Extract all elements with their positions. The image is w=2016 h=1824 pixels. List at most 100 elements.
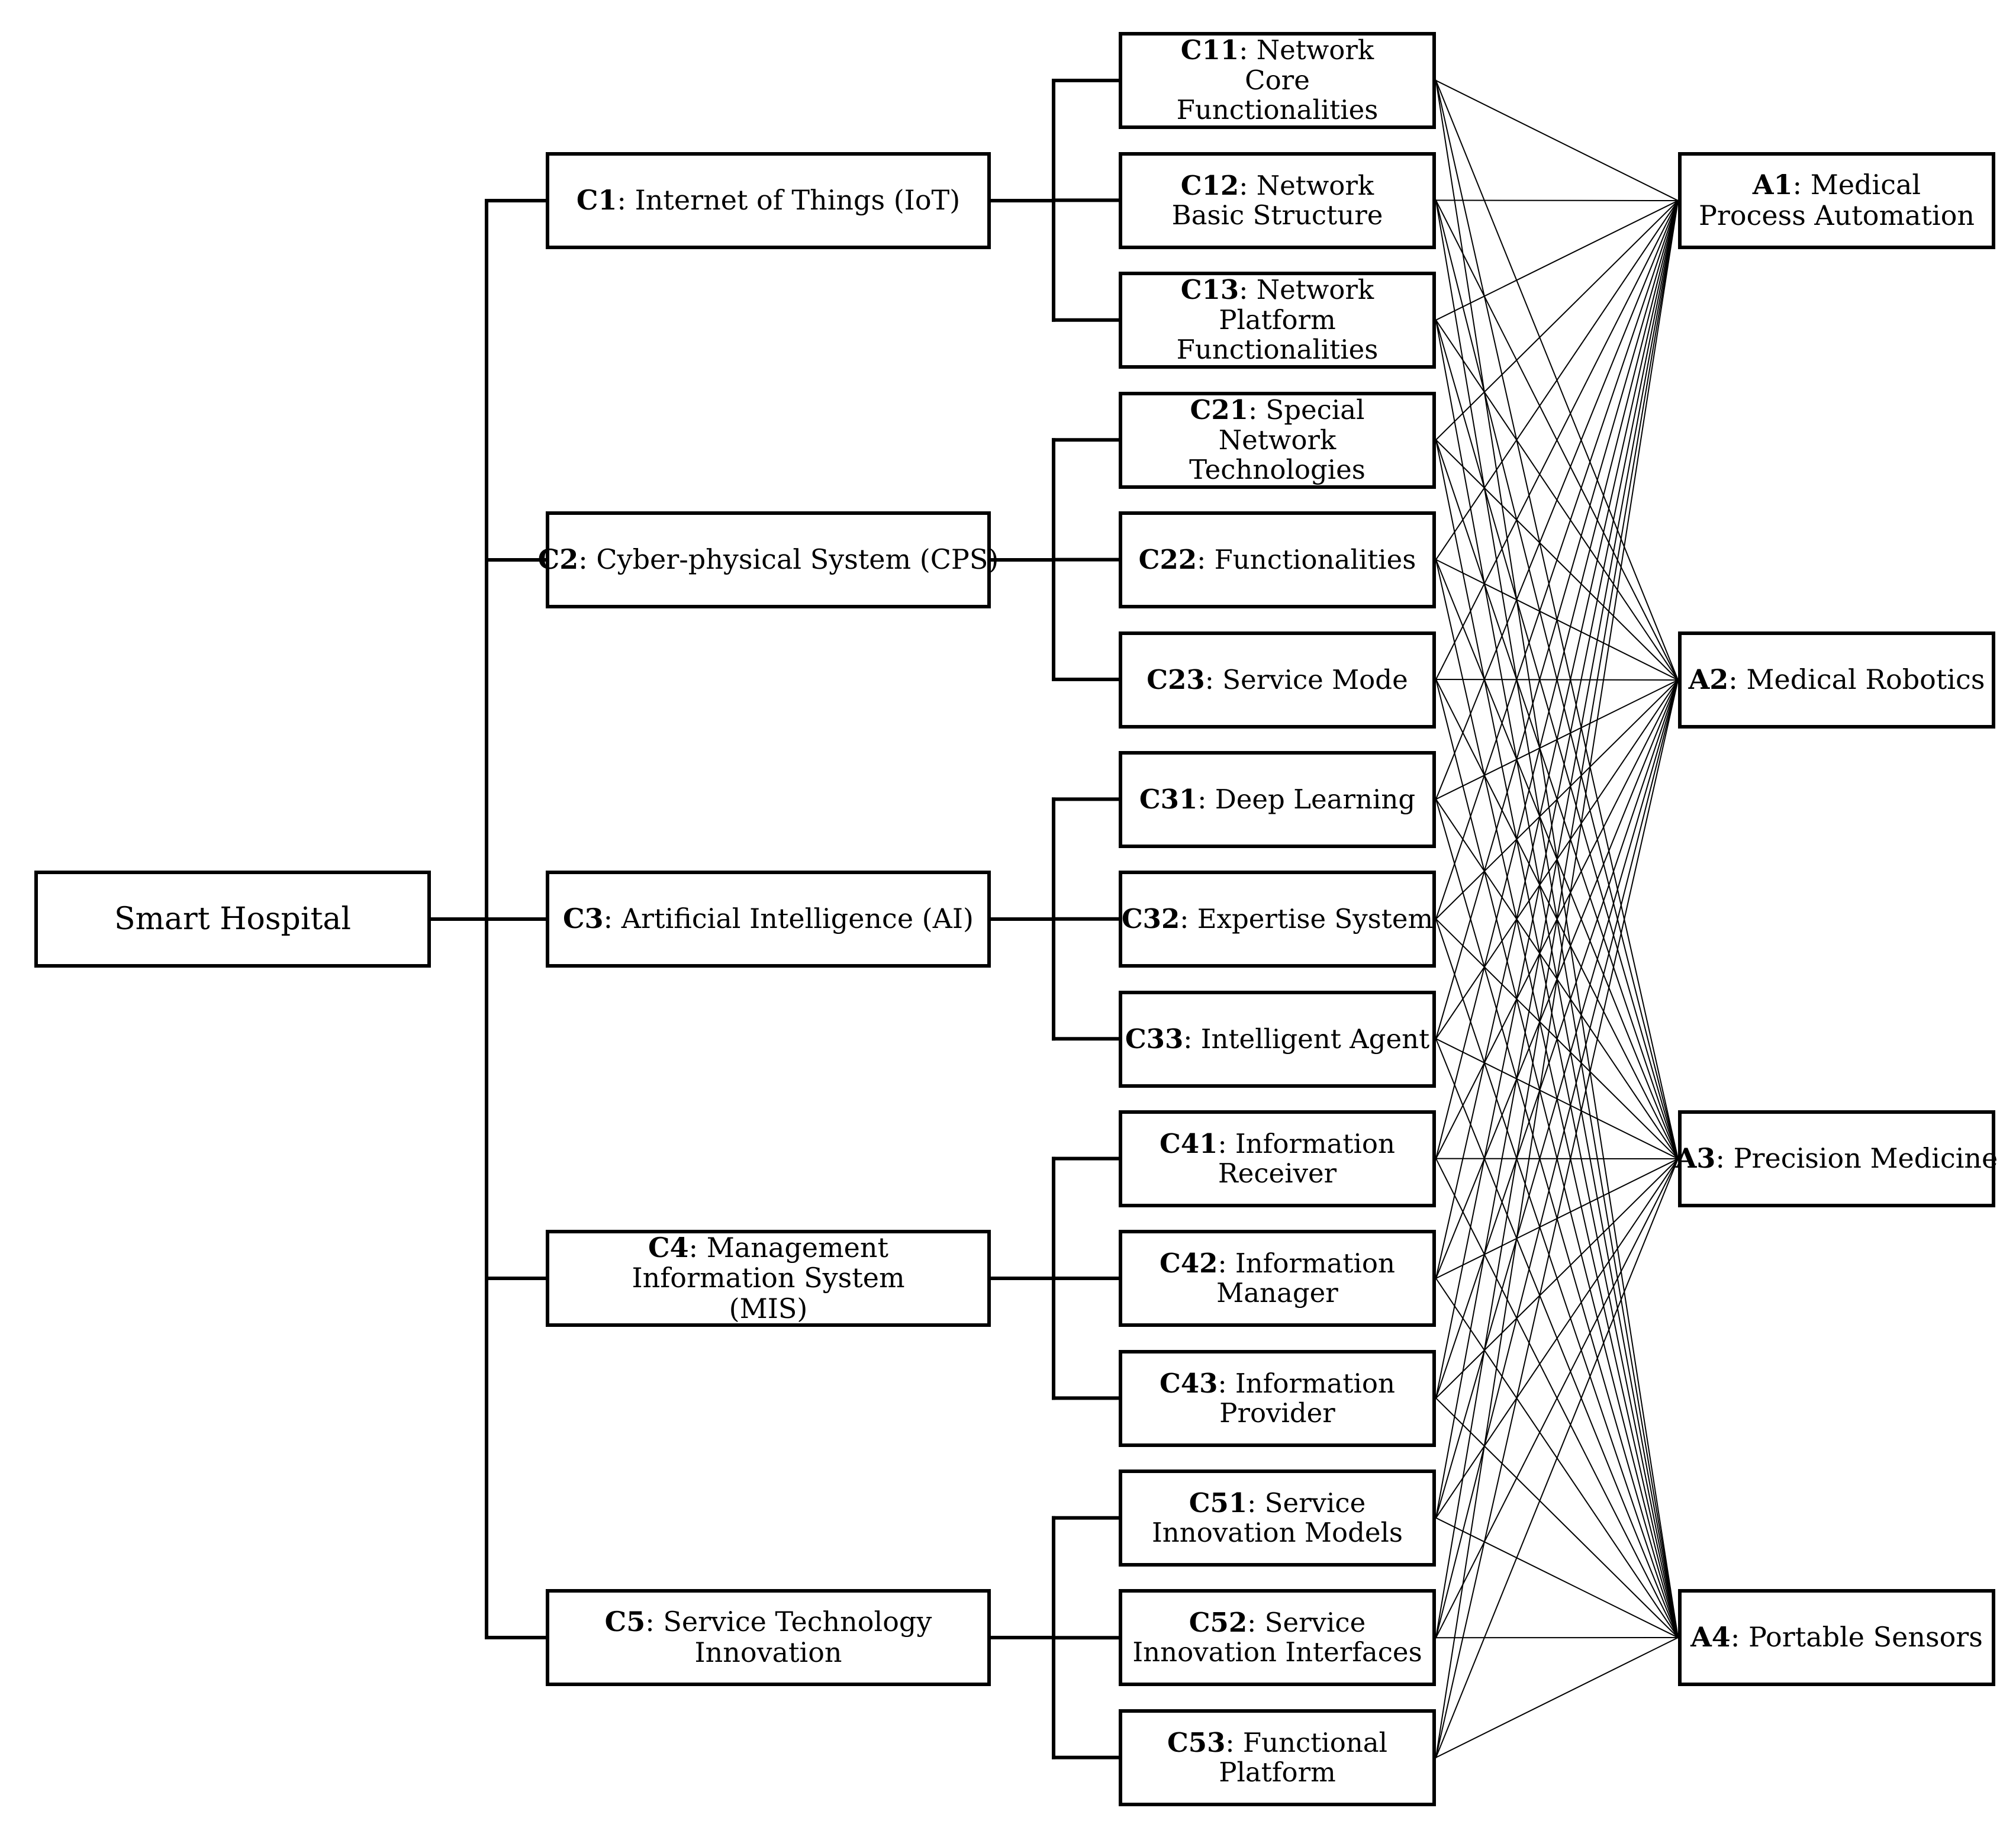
connector-mesh	[1435, 199, 1679, 1040]
node-code: C32	[1121, 903, 1180, 934]
node-c23: C23: Service Mode	[1119, 631, 1436, 729]
node-label: Functionalities	[1214, 543, 1416, 575]
node-code: A1	[1752, 169, 1793, 201]
node-a3: A3: Precision Medicine	[1675, 1110, 1998, 1207]
node-code: C52	[1189, 1606, 1248, 1638]
node-c33: C33: Intelligent Agent	[1119, 991, 1436, 1088]
node-label: Information Receiver	[1218, 1127, 1395, 1189]
node-label: Functional Platform	[1219, 1726, 1388, 1788]
connector-mesh	[1435, 1636, 1679, 1758]
node-code: C31	[1139, 783, 1198, 815]
node-c51: C51: Service Innovation Models	[1119, 1469, 1436, 1567]
node-code: A4	[1690, 1621, 1731, 1654]
connector-mesh	[1435, 199, 1679, 1159]
node-a4: A4: Portable Sensors	[1678, 1589, 1995, 1686]
connector-mesh	[1435, 199, 1679, 800]
node-code: C11	[1180, 34, 1239, 66]
node-label: Service Mode	[1222, 663, 1408, 695]
node-c32: C32: Expertise System	[1119, 871, 1436, 968]
node-c21: C21: Special Network Technologies	[1119, 392, 1436, 489]
node-code: C22	[1138, 543, 1197, 575]
node-a1: A1: Medical Process Automation	[1678, 152, 1995, 249]
node-code: C4	[648, 1231, 689, 1264]
node-a2: A2: Medical Robotics	[1678, 631, 1995, 729]
node-label: Service Innovation Models	[1151, 1487, 1403, 1548]
connector-mesh	[1435, 199, 1679, 441]
node-label: Service Innovation Interfaces	[1132, 1606, 1422, 1668]
node-label: Network Core Functionalities	[1176, 34, 1379, 126]
node-label: Service Technology Innovation	[663, 1606, 932, 1668]
node-c42: C42: Information Manager	[1119, 1230, 1436, 1327]
node-c5: C5: Service Technology Innovation	[546, 1589, 991, 1686]
connector-mesh	[1435, 679, 1679, 1639]
connector-mesh	[1435, 199, 1679, 321]
node-label: Deep Learning	[1215, 783, 1416, 815]
node-code: C1	[576, 184, 617, 217]
connector-mesh	[1435, 1397, 1679, 1639]
node-label: Medical Process Automation	[1698, 169, 1975, 231]
node-label: Artificial Intelligence (AI)	[621, 903, 974, 935]
node-code: C2	[537, 543, 579, 576]
connector-mesh	[1435, 199, 1679, 202]
node-label: Network Platform Functionalities	[1176, 274, 1379, 366]
node-c43: C43: Information Provider	[1119, 1350, 1436, 1447]
node-label: Internet of Things (IoT)	[635, 184, 961, 217]
node-c41: C41: Information Receiver	[1119, 1110, 1436, 1207]
connector-mesh	[1435, 199, 1679, 1399]
node-code: A2	[1688, 663, 1729, 696]
node-code: C5	[604, 1606, 646, 1638]
node-smart-hospital: Smart Hospital	[34, 871, 431, 968]
node-c3: C3: Artificial Intelligence (AI)	[546, 871, 991, 968]
node-code: C3	[563, 903, 604, 935]
connector-mesh	[1435, 199, 1679, 1639]
node-code: C33	[1125, 1023, 1184, 1055]
node-c4: C4: Management Information System (MIS)	[546, 1230, 991, 1327]
node-label: Cyber-physical System (CPS)	[596, 543, 999, 576]
connector-mesh	[1435, 199, 1679, 1758]
node-code: C42	[1160, 1247, 1218, 1279]
node-c31: C31: Deep Learning	[1119, 751, 1436, 848]
node-label: Network Basic Structure	[1171, 169, 1383, 231]
node-label: Intelligent Agent	[1200, 1023, 1430, 1055]
node-c22: C22: Functionalities	[1119, 511, 1436, 608]
connector-mesh	[1435, 1158, 1679, 1758]
connector-mesh	[1435, 1158, 1679, 1639]
connector-mesh	[1435, 199, 1679, 1519]
connector-mesh	[1435, 1158, 1679, 1399]
connector-mesh	[1435, 679, 1679, 1758]
connector-mesh	[1435, 79, 1679, 202]
node-label: Smart Hospital	[114, 901, 351, 937]
connector-mesh	[1435, 679, 1679, 1519]
node-label: Special Network Technologies	[1189, 394, 1366, 486]
node-code: C53	[1167, 1726, 1226, 1758]
connector-mesh	[1435, 679, 1679, 1399]
connector-mesh	[1435, 1517, 1679, 1639]
node-code: C43	[1160, 1367, 1218, 1399]
node-c12: C12: Network Basic Structure	[1119, 152, 1436, 249]
node-code: C51	[1189, 1487, 1248, 1519]
connector-mesh	[1435, 1158, 1679, 1519]
node-label: Information Provider	[1219, 1367, 1395, 1429]
node-label: Management Information System (MIS)	[632, 1231, 905, 1325]
connector-mesh	[1435, 199, 1679, 1280]
node-label: Expertise System	[1197, 903, 1434, 934]
node-c52: C52: Service Innovation Interfaces	[1119, 1589, 1436, 1686]
connector-mesh	[1435, 199, 1679, 560]
node-c53: C53: Functional Platform	[1119, 1709, 1436, 1806]
node-label: Precision Medicine	[1733, 1142, 1998, 1175]
node-c1: C1: Internet of Things (IoT)	[546, 152, 991, 249]
node-c2: C2: Cyber-physical System (CPS)	[538, 511, 999, 608]
node-code: C21	[1190, 394, 1248, 426]
connector-mesh	[1435, 199, 1679, 681]
node-code: C12	[1180, 169, 1239, 201]
node-c11: C11: Network Core Functionalities	[1119, 32, 1436, 129]
node-code: C41	[1160, 1127, 1218, 1159]
node-label: Medical Robotics	[1746, 663, 1985, 696]
node-c13: C13: Network Platform Functionalities	[1119, 272, 1436, 369]
node-label: Information Manager	[1216, 1247, 1395, 1309]
node-label: Portable Sensors	[1748, 1621, 1983, 1654]
node-code: A3	[1675, 1142, 1716, 1175]
node-code: C23	[1147, 663, 1205, 695]
